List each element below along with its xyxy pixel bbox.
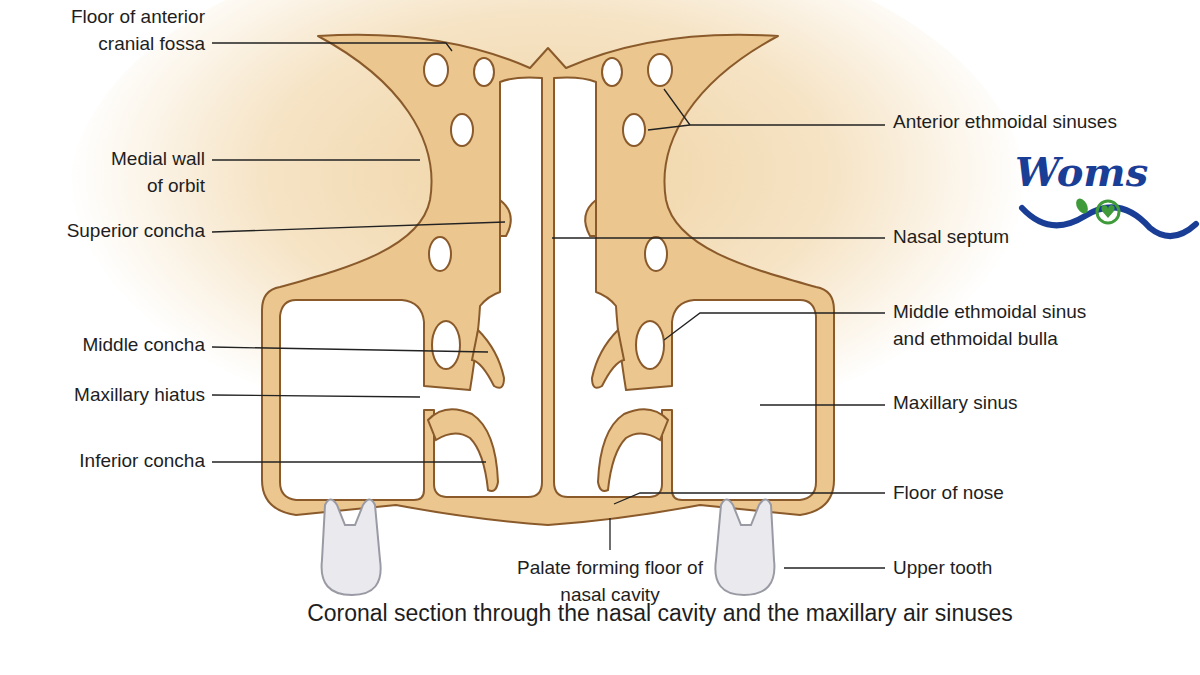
leader-line <box>212 395 420 397</box>
part-label: Maxillary sinus <box>893 390 1143 417</box>
leader-line <box>212 159 420 160</box>
leader-lines <box>212 43 885 568</box>
leader-line <box>614 493 885 504</box>
figure-caption: Coronal section through the nasal cavity… <box>160 597 1160 629</box>
part-label: Medial wall of orbit <box>100 146 205 199</box>
part-label: Anterior ethmoidal sinuses <box>893 109 1193 136</box>
left-half <box>280 54 542 595</box>
leader-line <box>760 404 885 405</box>
logo-ring <box>1097 201 1119 223</box>
leader-line <box>664 313 885 340</box>
part-label: Nasal septum <box>893 224 1093 251</box>
leader-line <box>212 461 486 462</box>
part-label: Maxillary hiatus <box>5 382 205 409</box>
watermark-logo <box>1022 197 1196 237</box>
part-label: Middle concha <box>5 332 205 359</box>
part-label: Upper tooth <box>893 555 1143 582</box>
leader-line <box>212 222 505 232</box>
leader-line <box>212 43 452 51</box>
watermark: Woms <box>1015 148 1185 196</box>
part-label: Floor of anterior cranial fossa <box>35 4 205 57</box>
leader-line <box>784 567 885 568</box>
leader-line <box>552 237 885 238</box>
part-label: Inferior concha <box>5 448 205 475</box>
logo-leaf <box>1074 197 1091 216</box>
part-label: Floor of nose <box>893 480 1143 507</box>
leader-line <box>609 518 610 550</box>
leader-line <box>648 89 885 130</box>
logo-heart <box>1101 205 1114 218</box>
leader-line <box>212 347 488 352</box>
part-label: Middle ethmoidal sinus and ethmoidal bul… <box>893 299 1108 352</box>
part-label: Superior concha <box>5 218 205 245</box>
